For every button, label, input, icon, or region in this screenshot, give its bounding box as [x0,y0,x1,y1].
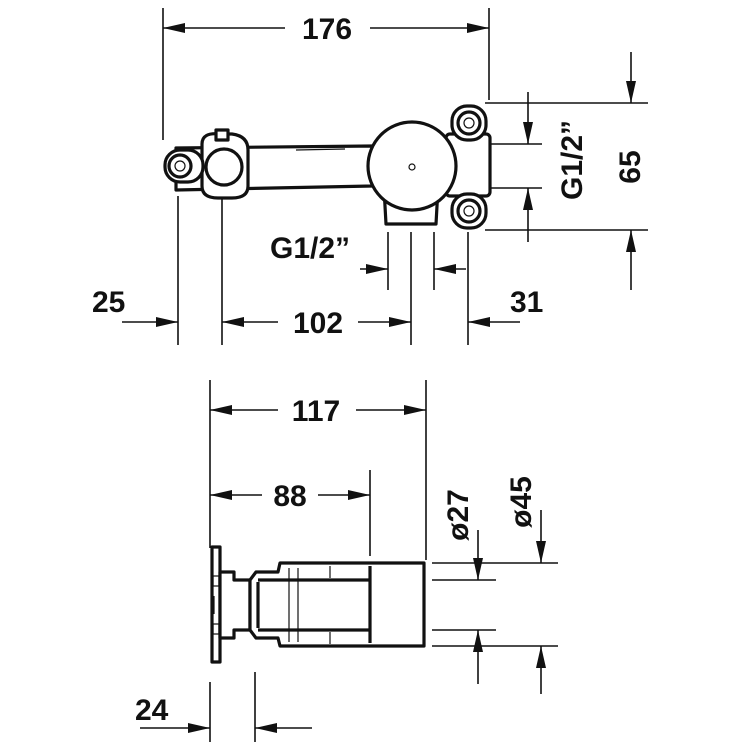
dim-thread-right: G1/2” [556,120,589,200]
top-screw-head [456,110,482,136]
top-view: 176 65 G1/2” G1/2” 25 102 31 [92,8,648,345]
left-port [204,147,244,187]
dim-total-depth: 117 [292,395,340,428]
dim-diameter-large: ø45 [505,476,538,528]
dim-overall-width: 176 [302,13,352,46]
dim-thread-bottom: G1/2” [270,232,350,265]
flange-slot-top [212,575,220,587]
side-view: 117 88 ø27 ø45 24 [135,380,558,742]
flange-slot-bottom [212,623,220,635]
valve-body [248,561,426,648]
dim-offset-left: 25 [92,286,125,319]
mixing-chamber [366,120,458,212]
dim-offset-right: 31 [510,286,543,319]
dim-height: 65 [614,150,647,183]
left-inlet-nut [214,128,230,142]
dim-depth-to-face: 88 [273,480,306,513]
dim-center-distance: 102 [293,307,343,340]
dim-diameter-small: ø27 [442,489,475,541]
dim-flange-offset: 24 [135,694,169,727]
left-screw-head [167,153,193,179]
flange-bracket [218,570,252,640]
bottom-screw-head [456,198,482,224]
